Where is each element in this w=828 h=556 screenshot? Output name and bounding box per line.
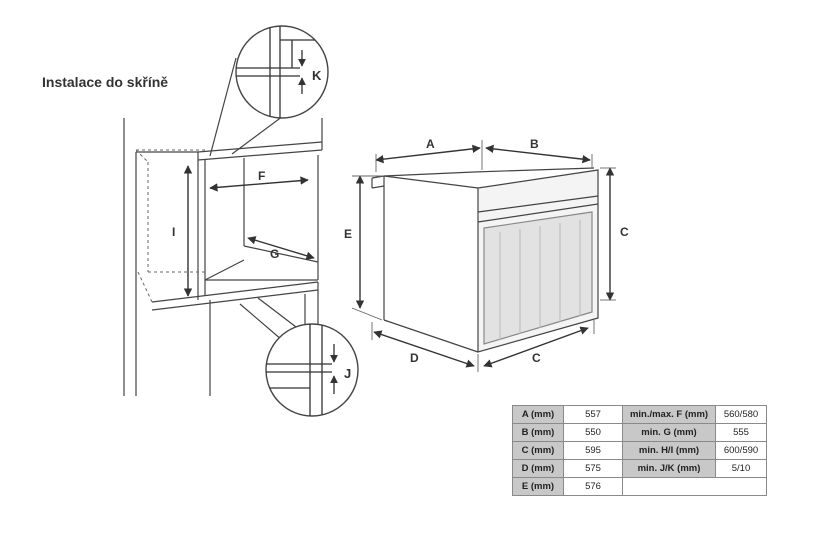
table-row: E (mm) 576 <box>512 477 767 496</box>
page-title: Instalace do skříně <box>42 74 169 90</box>
cabinet-dimensions <box>183 165 315 297</box>
label-f: F <box>258 169 265 183</box>
table-cell-value: 557 <box>563 405 623 424</box>
table-cell-label: A (mm) <box>512 405 564 424</box>
table-cell-value: 555 <box>715 423 767 442</box>
dimension-a-arrow <box>375 144 481 164</box>
table-cell-label: E (mm) <box>512 477 564 496</box>
label-b: B <box>530 137 539 151</box>
table-cell-label: C (mm) <box>512 441 564 460</box>
table-row: B (mm) 550 min. G (mm) 555 <box>512 423 767 442</box>
table-cell-empty <box>622 477 767 496</box>
label-c-right: C <box>620 225 629 239</box>
table-cell-value: 576 <box>563 477 623 496</box>
table-cell-value: 595 <box>563 441 623 460</box>
detail-callout-bottom: J <box>239 297 359 417</box>
dimension-b-arrow <box>485 144 591 164</box>
label-e: E <box>344 227 352 241</box>
oven-dimensions <box>355 144 615 368</box>
label-d: D <box>410 351 419 365</box>
table-cell-value: 550 <box>563 423 623 442</box>
table-cell-label: min. H/I (mm) <box>622 441 716 460</box>
oven-drawing <box>371 167 599 353</box>
label-i: I <box>172 225 175 239</box>
label-g: G <box>270 247 279 261</box>
table-cell-value: 560/580 <box>715 405 767 424</box>
label-j: J <box>344 366 351 381</box>
dimensions-table: A (mm) 557 min./max. F (mm) 560/580 B (m… <box>512 405 767 496</box>
dimension-g-arrow <box>247 236 315 260</box>
table-cell-label: min. G (mm) <box>622 423 716 442</box>
cabinet-dashed-outline <box>135 149 205 303</box>
dimension-f-arrow <box>209 176 309 192</box>
table-cell-label: min./max. F (mm) <box>622 405 716 424</box>
detail-callout-top: K <box>209 25 329 157</box>
label-c-bottom: C <box>532 351 541 365</box>
dimension-d-arrow <box>373 330 475 368</box>
label-k: K <box>312 68 322 83</box>
table-cell-label: min. J/K (mm) <box>622 459 716 478</box>
table-cell-label: D (mm) <box>512 459 564 478</box>
table-row: D (mm) 575 min. J/K (mm) 5/10 <box>512 459 767 478</box>
label-a: A <box>426 137 435 151</box>
table-cell-value: 5/10 <box>715 459 767 478</box>
oven-extension-lines <box>351 140 616 372</box>
table-cell-value: 600/590 <box>715 441 767 460</box>
table-cell-label: B (mm) <box>512 423 564 442</box>
table-row: C (mm) 595 min. H/I (mm) 600/590 <box>512 441 767 460</box>
oven-front-shading <box>499 220 581 340</box>
table-row: A (mm) 557 min./max. F (mm) 560/580 <box>512 405 767 424</box>
dimension-c-bottom-arrow <box>483 326 589 368</box>
table-cell-value: 575 <box>563 459 623 478</box>
